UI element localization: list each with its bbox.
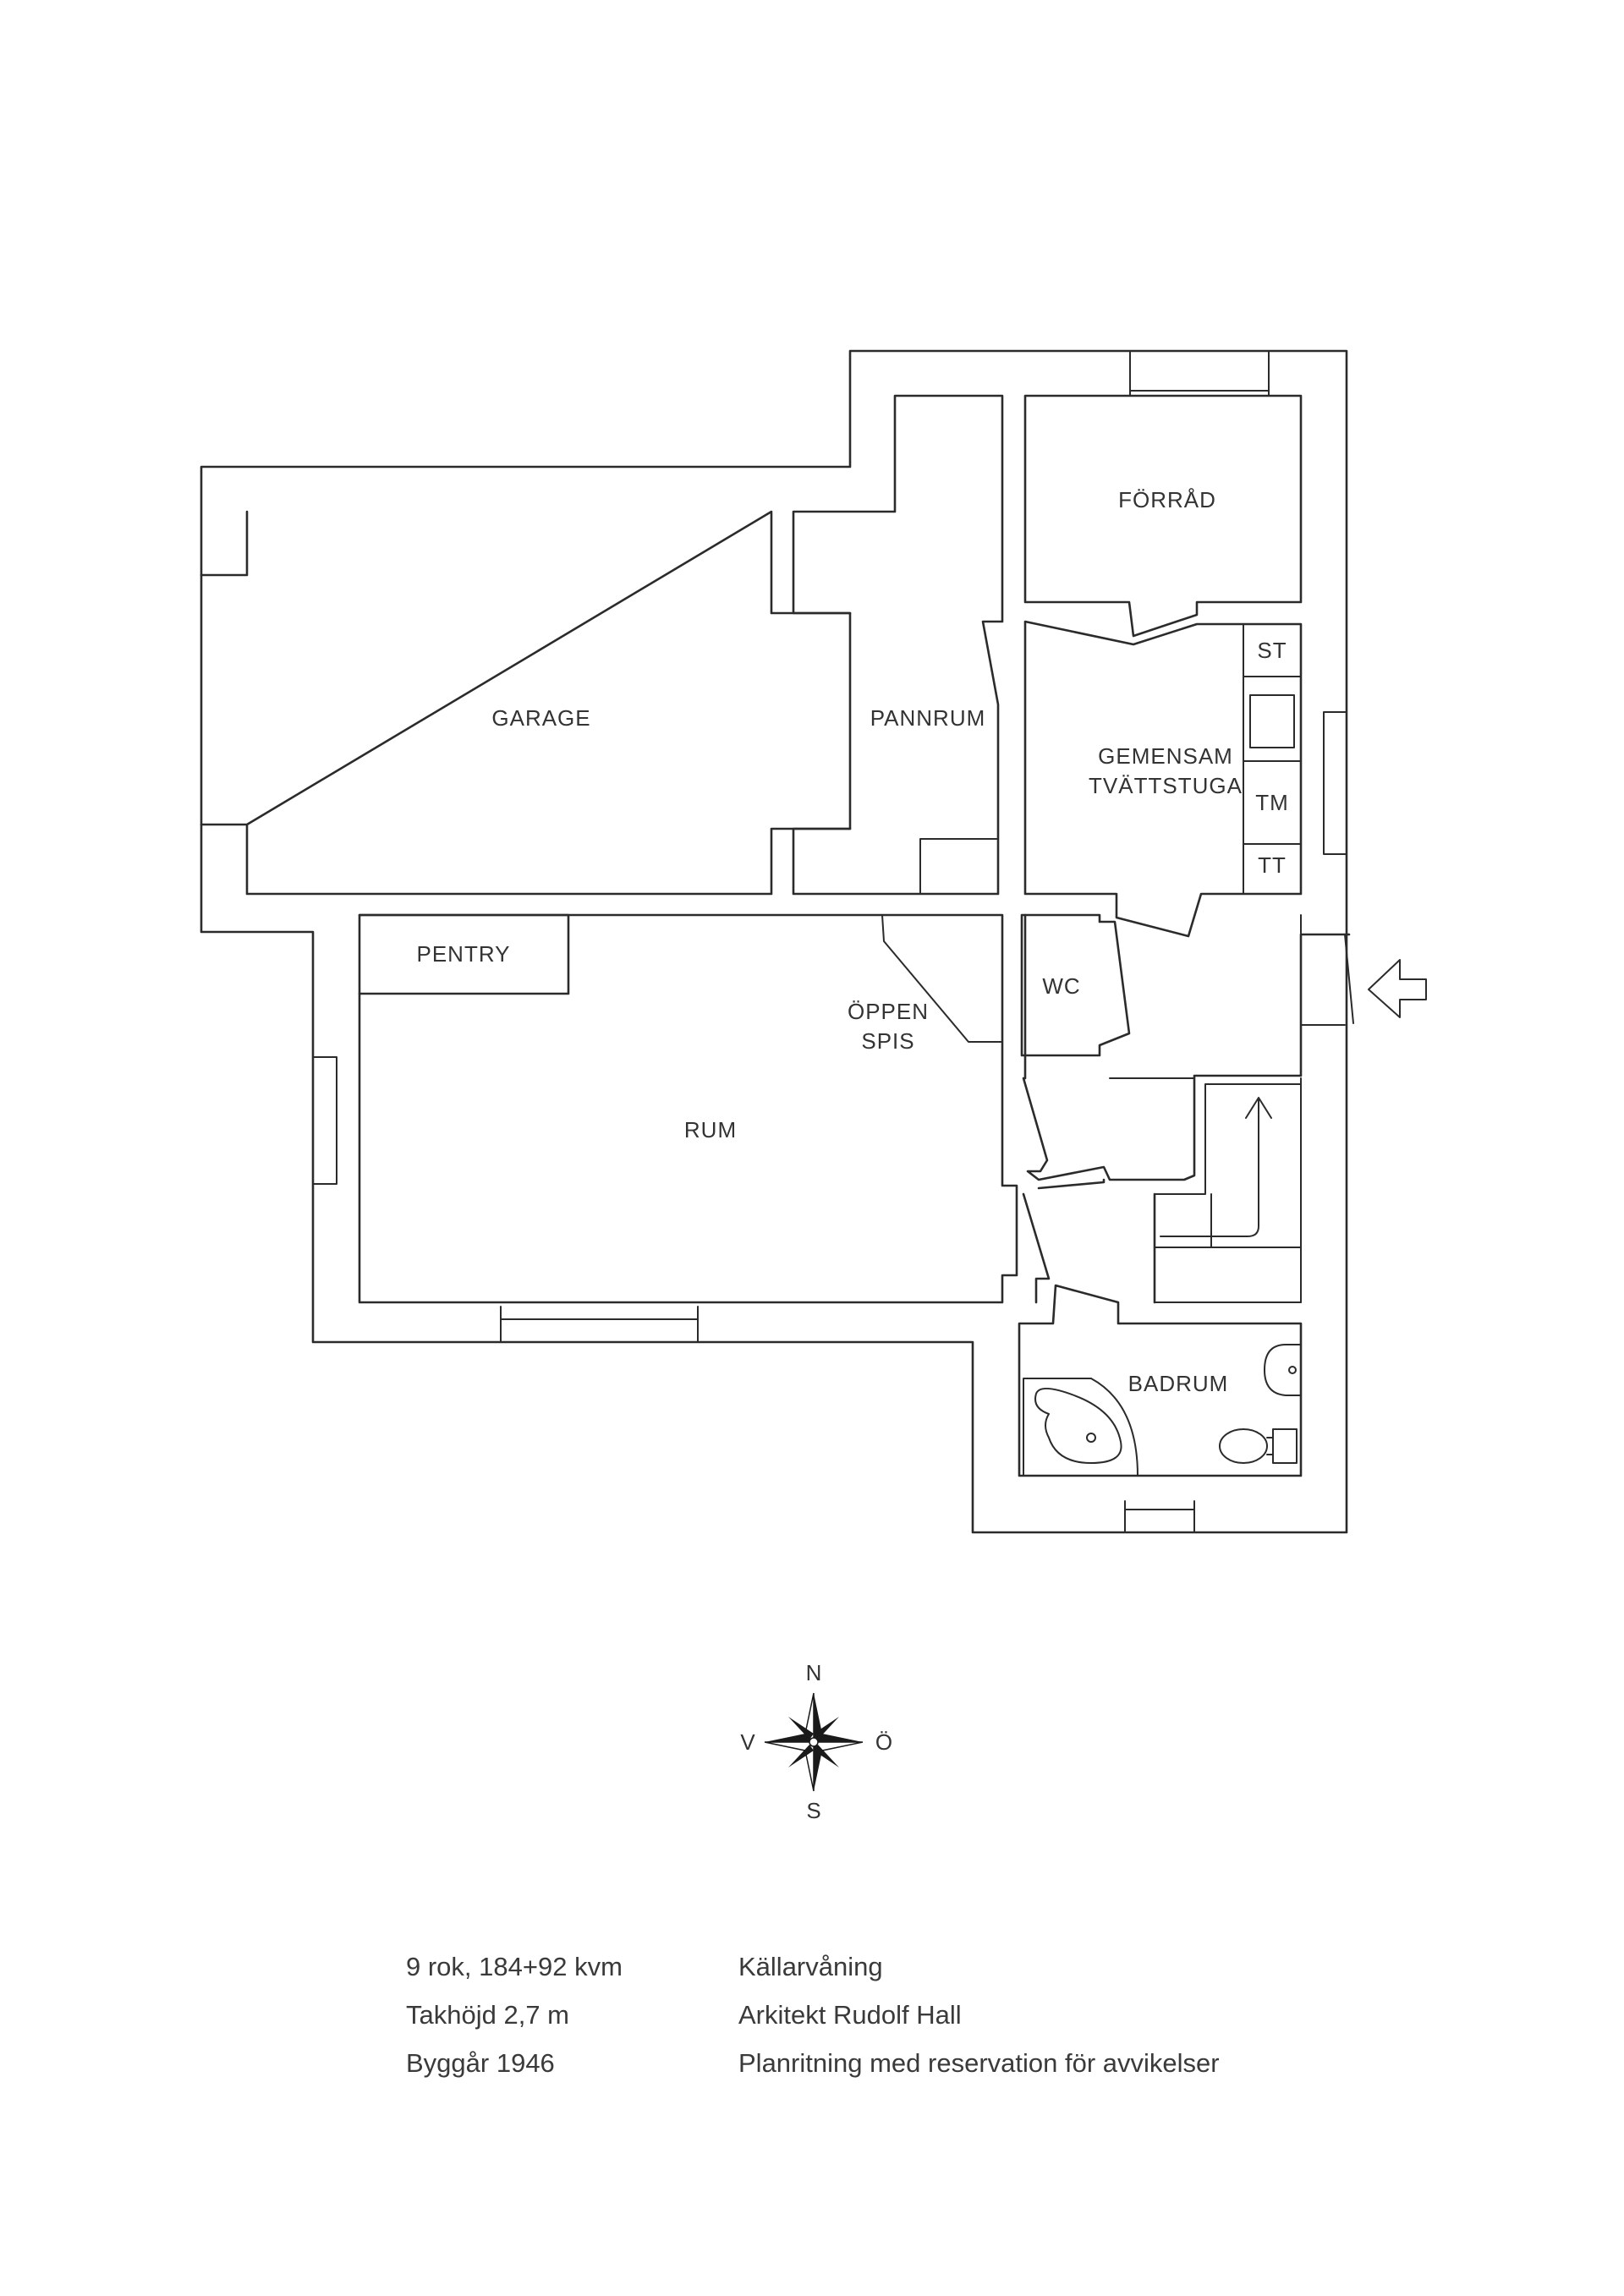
entrance-arrow: [1368, 959, 1427, 1018]
info-architect: Arkitekt Rudolf Hall: [738, 2000, 962, 2030]
rum-label: RUM: [684, 1117, 737, 1143]
pentry-label: PENTRY: [417, 941, 511, 967]
oppen-spis-label-line1: ÖPPEN: [848, 999, 929, 1024]
garage-label: GARAGE: [491, 705, 590, 731]
info-floor-name: Källarvåning: [738, 1952, 883, 1981]
oppen-spis-label-line2: SPIS: [861, 1028, 914, 1054]
info-rooms-area: 9 rok, 184+92 kvm: [406, 1952, 623, 1981]
tt-label: TT: [1258, 852, 1287, 878]
info-left-column: 9 rok, 184+92 kvm Takhöjd 2,7 m Byggår 1…: [406, 1943, 623, 2087]
tm-label: TM: [1255, 790, 1289, 815]
garage-walls: [200, 510, 852, 896]
pannrum-walls: [792, 394, 1004, 896]
info-right-column: Källarvåning Arkitekt Rudolf Hall Planri…: [738, 1943, 1220, 2087]
compass-north: N: [806, 1660, 822, 1685]
info-ceiling-height: Takhöjd 2,7 m: [406, 2000, 569, 2030]
badrum-walls: [1018, 1284, 1303, 1477]
toilet: [1219, 1428, 1268, 1464]
pentry-walls: [358, 913, 570, 995]
bathtub: [1023, 1378, 1138, 1477]
rum-walls: [358, 913, 1018, 1304]
compass-west: V: [740, 1729, 755, 1755]
hall-walls: [1022, 913, 1354, 1303]
stair-arrow: [1160, 1097, 1272, 1237]
info-disclaimer: Planritning med reservation för avvikels…: [738, 2048, 1220, 2078]
tvattstuga-walls: [1023, 620, 1303, 938]
badrum-label: BADRUM: [1128, 1371, 1229, 1396]
compass-south: S: [806, 1798, 820, 1823]
outer-walls: [200, 349, 1348, 1534]
stairs: [1154, 1083, 1302, 1303]
st-label: ST: [1257, 638, 1287, 663]
lower-hall-walls: [1022, 1178, 1156, 1304]
forrad-walls: [1023, 394, 1303, 638]
wc-walls: [1020, 913, 1131, 1057]
info-build-year: Byggår 1946: [406, 2048, 555, 2078]
tvattstuga-label-line2: TVÄTTSTUGA: [1089, 773, 1243, 798]
compass-east: Ö: [875, 1729, 892, 1755]
tvattstuga-label-line1: GEMENSAM: [1098, 743, 1233, 769]
pannrum-label: PANNRUM: [870, 705, 986, 731]
forrad-label: FÖRRÅD: [1118, 487, 1216, 512]
wc-label: WC: [1042, 973, 1080, 999]
sink: [1264, 1344, 1302, 1396]
compass-rose: [764, 1692, 864, 1792]
